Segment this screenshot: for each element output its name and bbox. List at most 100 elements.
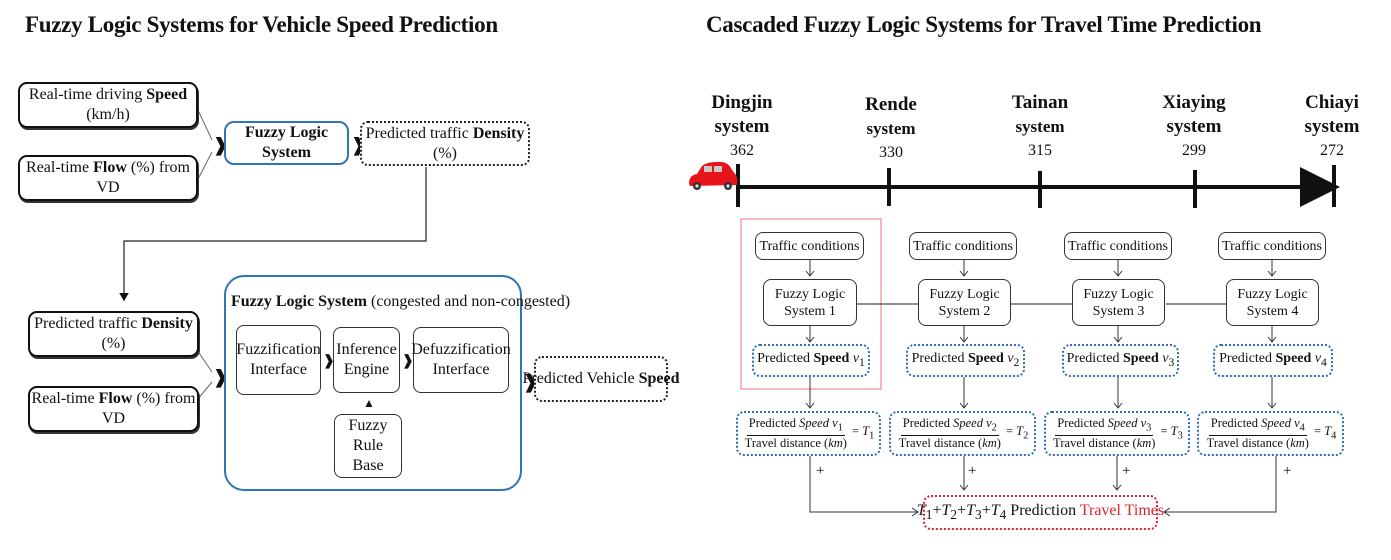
label-text: System 2 <box>938 303 991 319</box>
label-text: Predicted traffic <box>365 124 473 142</box>
station-name: Chiayi <box>1305 92 1359 113</box>
station-km: 272 <box>1320 142 1344 159</box>
plus-op: + <box>957 501 967 519</box>
label-italic: Speed <box>1261 415 1291 430</box>
traffic-conditions-box-4: Traffic conditions <box>1218 232 1326 260</box>
chevron-up-icon: ▲ <box>363 396 375 410</box>
label-text: Interface <box>250 361 307 378</box>
label-bold: Density <box>472 124 525 142</box>
station-name: Dingjin <box>711 92 773 113</box>
label-text: ) <box>1304 436 1309 451</box>
label-text: (congested and non-congested) <box>366 293 571 310</box>
var-v: v <box>1314 351 1322 367</box>
label-italic: Speed <box>799 415 829 430</box>
station-name: Rende <box>865 94 917 115</box>
label-bold: Fuzzy Logic System <box>231 293 367 310</box>
plus-op: + <box>981 501 991 519</box>
station-tainan: Tainan system 315 <box>998 91 1082 163</box>
var-sub: 2 <box>1023 430 1029 442</box>
station-sub: system <box>1304 116 1360 137</box>
var-v: v <box>986 415 992 430</box>
station-dingjin: Dingjin system 362 <box>700 91 784 163</box>
plus-sign: + <box>1283 463 1292 479</box>
var-T: T <box>1016 423 1024 438</box>
label-text: Predicted <box>911 351 969 367</box>
label-italic: Speed <box>953 415 983 430</box>
label-italic: km <box>982 436 997 451</box>
predicted-density-box: Predicted traffic Density (%) <box>360 121 530 166</box>
connector-line <box>196 151 213 182</box>
label-text: System 1 <box>784 303 836 319</box>
var-sub: 1 <box>925 507 933 523</box>
label-italic: Speed <box>1107 415 1138 430</box>
var-T: T <box>862 423 870 438</box>
input-speed-box: Real-time driving Speed (km/h) <box>18 82 198 128</box>
traffic-conditions-box-3: Traffic conditions <box>1064 232 1172 260</box>
label-text: Fuzzification <box>236 341 321 358</box>
label-text: Traffic conditions <box>1222 238 1322 254</box>
station-sub: system <box>866 119 916 138</box>
station-rende: Rende system 330 <box>849 93 933 165</box>
label-bold: Speed <box>1123 351 1159 367</box>
label-text: Fuzzy Logic <box>929 286 1000 302</box>
station-sub: system <box>714 116 770 137</box>
label-text: Travel distance ( <box>898 436 983 451</box>
fuzzy-logic-system-box: Fuzzy Logic System <box>224 121 349 165</box>
plus-sign: + <box>1122 463 1131 479</box>
var-sub: 4 <box>999 507 1007 523</box>
label-text: Predicted traffic <box>34 315 142 332</box>
var-sub: 3 <box>1146 422 1152 434</box>
label-text: Inference <box>336 341 397 358</box>
var-v: v <box>852 351 860 367</box>
label-text: System 4 <box>1246 303 1299 319</box>
label-text: Predicted <box>1210 415 1262 430</box>
label-italic: km <box>1136 436 1152 451</box>
travel-times-highlight: Travel Times <box>1079 501 1165 519</box>
label-italic: km <box>828 436 843 451</box>
label-text: Real-time driving <box>28 86 147 103</box>
label-text: Travel distance ( <box>744 436 829 451</box>
chevron-right-icon: ❱ <box>402 354 414 369</box>
station-xiaying: Xiaying system 299 <box>1152 91 1236 163</box>
label-bold: Flow <box>93 159 127 176</box>
traffic-conditions-box-1: Traffic conditions <box>755 232 864 260</box>
var-sub: 4 <box>1299 422 1305 434</box>
var-T: T <box>1170 423 1178 438</box>
label-text: Fuzzy Logic <box>1083 286 1154 302</box>
label-text: Interface <box>432 361 490 378</box>
var-sub: 1 <box>869 430 875 442</box>
var-sub: 1 <box>859 355 865 369</box>
label-text: Predicted <box>757 351 814 367</box>
label-text: Traffic conditions <box>913 238 1013 254</box>
label-text: Traffic conditions <box>1068 238 1168 254</box>
label-text: Prediction <box>1006 501 1080 519</box>
fuzzy-logic-system-container <box>224 275 522 491</box>
label-bold: Flow <box>98 390 133 407</box>
label-text: Fuzzy Logic <box>774 286 846 302</box>
var-sub: 3 <box>975 507 982 523</box>
station-km: 330 <box>879 144 903 161</box>
var-T: T <box>966 501 976 519</box>
station-name: Tainan <box>1011 92 1069 113</box>
label-text: Fuzzy Rule <box>348 417 388 454</box>
label-text: Predicted <box>1066 351 1124 367</box>
label-text: ) <box>1151 436 1156 451</box>
label-bold: Speed <box>813 351 850 367</box>
station-name: Xiaying <box>1162 92 1226 113</box>
label-italic: km <box>1290 436 1305 451</box>
label-text: Fuzzy Logic <box>1237 286 1308 302</box>
label-bold: Speed <box>968 351 1004 367</box>
label-text: Predicted <box>1219 351 1276 367</box>
label-text: Traffic conditions <box>759 238 860 254</box>
label-bold: Speed <box>638 370 680 387</box>
